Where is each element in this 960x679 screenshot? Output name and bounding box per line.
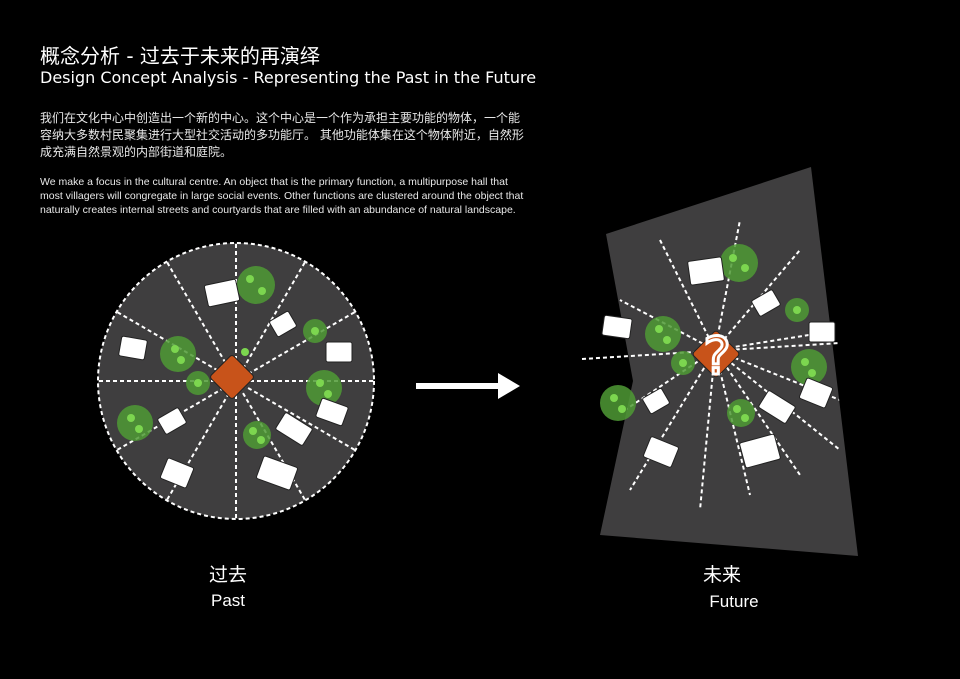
future-function-block — [751, 289, 781, 317]
future-courtyard — [791, 349, 827, 385]
past-radial-streets — [98, 243, 374, 519]
past-courtyard — [186, 371, 210, 395]
future-function-block — [739, 433, 781, 469]
past-label-cn: 过去 — [208, 564, 247, 586]
future-courtyards — [600, 244, 827, 427]
past-functions — [118, 278, 353, 491]
past-core-hall — [210, 355, 254, 399]
question-mark-icon: ? — [703, 327, 731, 387]
future-label-cn: 未来 — [702, 564, 741, 586]
future-courtyard — [727, 399, 755, 427]
future-core-hall — [692, 330, 740, 378]
future-courtyard — [600, 385, 636, 421]
past-courtyard — [117, 405, 153, 441]
past-courtyard — [303, 319, 327, 343]
page-title-en: Design Concept Analysis - Representing t… — [40, 68, 537, 87]
past-courtyard — [160, 336, 196, 372]
future-function-block — [758, 390, 796, 424]
future-function-block — [799, 377, 833, 409]
past-function-block — [157, 407, 187, 435]
past-function-block — [325, 341, 353, 363]
future-courtyard — [671, 351, 695, 375]
future-function-block — [687, 256, 725, 286]
past-courtyard — [237, 266, 275, 304]
past-label-en: Past — [210, 591, 246, 610]
future-courtyard — [720, 244, 758, 282]
future-function-block — [601, 314, 633, 340]
future-plan-diagram: ? — [581, 167, 858, 556]
past-function-block — [118, 335, 148, 361]
past-function-block — [203, 278, 241, 308]
future-function-block — [642, 387, 670, 415]
past-courtyard — [306, 370, 342, 406]
past-function-block — [160, 457, 194, 489]
past-function-block — [269, 310, 297, 338]
future-functions — [601, 256, 836, 469]
past-plan-diagram — [97, 242, 375, 520]
future-label-en: Future — [709, 592, 759, 611]
future-courtyard — [785, 298, 809, 322]
transition-arrow-icon — [416, 373, 520, 399]
past-function-block — [256, 455, 298, 491]
past-tree — [241, 348, 249, 356]
future-courtyard — [645, 316, 681, 352]
past-function-block — [275, 412, 313, 446]
page-title-cn: 概念分析 - 过去于未来的再演绎 — [40, 44, 320, 68]
future-function-block — [808, 321, 836, 343]
past-courtyard — [243, 421, 271, 449]
description-cn: 我们在文化中心中创造出一个新的中心。这个中心是一个作为承担主要功能的物体，一个能… — [40, 111, 524, 159]
past-courtyards — [117, 266, 342, 449]
future-function-block — [643, 436, 679, 468]
description-en: We make a focus in the cultural centre. … — [40, 176, 524, 216]
past-function-block — [315, 397, 349, 427]
